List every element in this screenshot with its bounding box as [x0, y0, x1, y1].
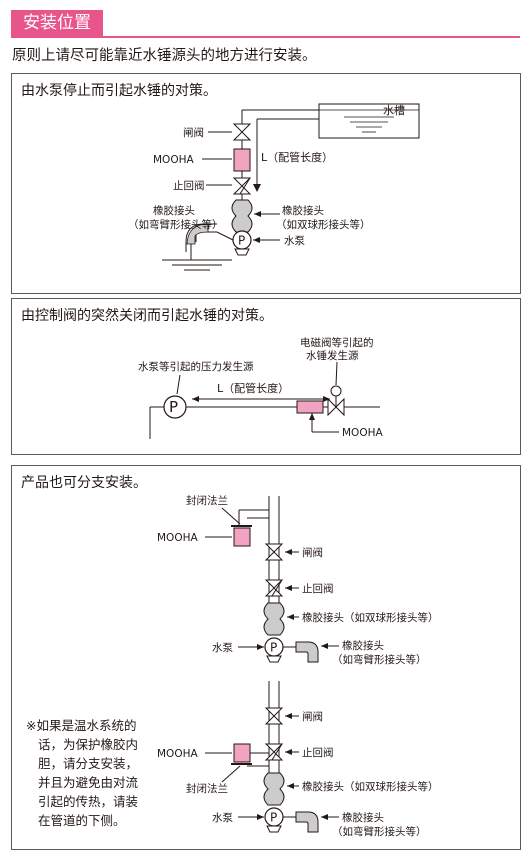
- rubber-joint-right-label: 橡胶接头: [282, 204, 324, 217]
- pump-icon: [264, 637, 284, 663]
- pump-symbol: P: [270, 811, 277, 825]
- mooha-label: MOOHA: [157, 532, 198, 544]
- elbow-joint-icon: [185, 223, 234, 260]
- rubber-joint-icon: [231, 199, 253, 233]
- leader-arrow: [285, 585, 299, 591]
- leader-line: [176, 374, 181, 395]
- panel-title: 由水泵停止而引起水锤的对策。: [21, 83, 217, 99]
- leader-arrow: [285, 713, 299, 719]
- leader-arrow: [287, 783, 299, 789]
- leader-line: [335, 361, 338, 386]
- gate-valve-label: 闸阀: [183, 126, 204, 139]
- pump-label: 水泵: [284, 235, 305, 247]
- pump-symbol: P: [238, 234, 245, 248]
- mooha-label: MOOHA: [157, 748, 198, 760]
- pump-label: 水泵: [212, 812, 233, 824]
- ground-symbol: [162, 259, 232, 271]
- leader-line: [221, 765, 241, 783]
- note-line: 并且为避免由对流: [38, 775, 139, 790]
- panel-title: 由控制阀的突然关闭而引起水锤的对策。: [21, 308, 273, 324]
- panel-pump-stop: 由水泵停止而引起水锤的对策。 水槽 L（配管长度） 闸阀: [11, 73, 521, 294]
- solenoid-valve-icon: [327, 385, 345, 417]
- rubber-joint-elbow-note: （如弯臂形接头等）: [332, 653, 427, 666]
- gate-valve-icon: [264, 543, 284, 561]
- rubber-joint-ball-label: 橡胶接头（如双球形接头等）: [302, 780, 439, 793]
- pump-symbol: P: [270, 641, 277, 655]
- leader-arrow: [309, 413, 339, 433]
- branch-install-diagram: 封闭法兰 MOOHA 闸阀 止回阀 橡胶接头（如双球形接头等） P 水泵: [157, 494, 439, 838]
- solenoid-label-line1: 电磁阀等引起的: [300, 336, 374, 349]
- mooha-unit: [233, 527, 251, 547]
- gate-valve-icon: [264, 707, 284, 725]
- pump-label: 水泵: [212, 642, 233, 654]
- check-valve-icon: [264, 579, 284, 597]
- leader-line: [221, 507, 241, 525]
- rubber-joint-left-note: （如弯臂形接头等）: [128, 218, 223, 231]
- tank-label: 水槽: [383, 104, 405, 117]
- water-tank: [318, 103, 420, 139]
- pressure-source-label: 水泵等引起的压力发生源: [138, 360, 254, 373]
- check-valve-label: 止回阀: [302, 746, 334, 759]
- intro-text: 原则上请尽可能靠近水锤源头的地方进行安装。: [12, 48, 317, 64]
- sealed-flange-label: 封闭法兰: [186, 782, 228, 795]
- note-line: 引起的传热，请装: [38, 794, 139, 809]
- title-underline: [11, 36, 520, 38]
- check-valve-label: 止回阀: [302, 582, 334, 595]
- mooha-unit: [296, 400, 324, 414]
- pump-stop-diagram: 水槽 L（配管长度） 闸阀 MOOHA 止回阀: [128, 103, 420, 271]
- check-valve-label: 止回阀: [173, 179, 205, 192]
- panel-title: 产品也可分支安装。: [21, 475, 147, 491]
- rubber-joint-elbow-note: （如弯臂形接头等）: [332, 825, 427, 838]
- length-arrow: [192, 396, 330, 402]
- mooha-unit: [233, 743, 251, 763]
- rubber-joint-right-note: （如双球形接头等）: [276, 218, 371, 231]
- pump-icon: [163, 395, 187, 419]
- length-label: L（配管长度）: [261, 150, 333, 164]
- mooha-label: MOOHA: [342, 427, 383, 439]
- rubber-joint-left-label: 橡胶接头: [153, 204, 195, 217]
- leader-arrow: [253, 237, 280, 243]
- check-valve-icon: [232, 177, 252, 195]
- section-title: 安装位置: [11, 10, 103, 36]
- pump-symbol: P: [169, 398, 178, 416]
- length-arrow: [253, 119, 261, 192]
- elbow-joint-icon: [283, 641, 319, 663]
- mooha-unit: [233, 148, 251, 172]
- panel-branch-install: 产品也可分支安装。 封闭法兰 MOOHA 闸阀 止回阀: [11, 465, 521, 850]
- sealed-flange-label: 封闭法兰: [186, 494, 228, 507]
- leader-arrow: [238, 644, 264, 650]
- rubber-joint-elbow-label: 橡胶接头: [342, 639, 384, 652]
- note-line: 在管道的下侧。: [38, 813, 126, 828]
- note-line: 胆，请分支安装，: [38, 756, 139, 771]
- rubber-joint-icon: [263, 772, 285, 806]
- panel-valve-close: 由控制阀的突然关闭而引起水锤的对策。 P 水泵等引起的压力发生源 L（配管长度）…: [11, 298, 521, 455]
- elbow-joint-icon: [283, 811, 319, 833]
- rubber-joint-elbow-label: 橡胶接头: [342, 811, 384, 824]
- note-line: ※如果是温水系统的: [26, 718, 137, 733]
- gate-valve-label: 闸阀: [302, 546, 323, 559]
- rubber-joint-ball-label: 橡胶接头（如双球形接头等）: [302, 611, 439, 624]
- gate-valve-label: 闸阀: [302, 710, 323, 723]
- solenoid-label-line2: 水锤发生源: [306, 349, 359, 362]
- leader-arrow: [287, 614, 299, 620]
- leader-arrow: [285, 549, 299, 555]
- rubber-joint-icon: [263, 602, 285, 636]
- leader-arrow: [321, 643, 339, 649]
- mooha-label: MOOHA: [153, 154, 194, 166]
- note-line: 话，为保护橡胶内: [38, 737, 139, 752]
- length-label: L（配管长度）: [217, 381, 289, 395]
- leader-arrow: [254, 211, 280, 217]
- check-valve-icon: [264, 743, 284, 761]
- leader-arrow: [238, 814, 264, 820]
- warm-water-note: ※如果是温水系统的 话，为保护橡胶内 胆，请分支安装， 并且为避免由对流 引起的…: [26, 716, 138, 830]
- leader-arrow: [321, 814, 339, 820]
- leader-arrow: [285, 749, 299, 755]
- valve-close-diagram: P 水泵等引起的压力发生源 L（配管长度） MOOHA 电磁阀等引起的 水锤发生…: [138, 336, 383, 439]
- gate-valve-icon: [232, 123, 252, 141]
